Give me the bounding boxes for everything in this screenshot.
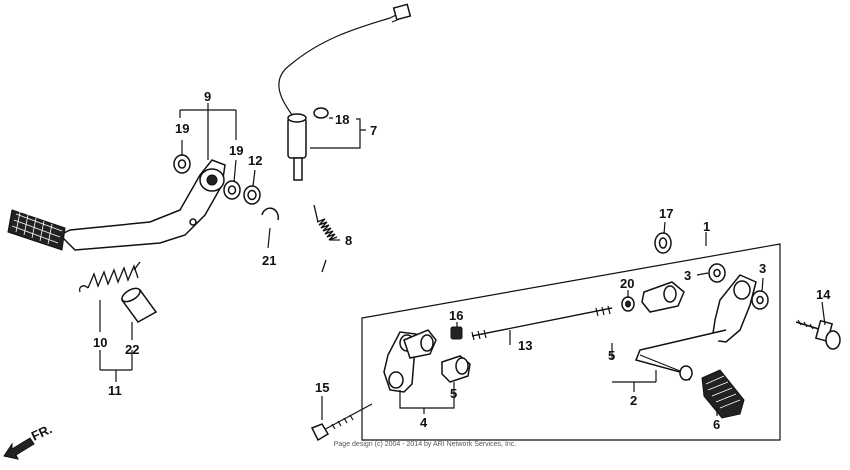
callout-3a: 3 xyxy=(684,268,691,283)
callout-19b: 19 xyxy=(229,143,243,158)
return-spring[interactable] xyxy=(78,261,141,293)
front-arrow-icon xyxy=(3,437,35,460)
callout-3b: 3 xyxy=(759,261,766,276)
shift-arm[interactable] xyxy=(634,274,757,381)
bolt-14[interactable] xyxy=(795,319,841,350)
clip-21[interactable] xyxy=(261,207,280,221)
switch-spring[interactable] xyxy=(313,204,338,273)
nut-20[interactable] xyxy=(621,296,635,312)
brake-pedal[interactable] xyxy=(58,159,226,251)
callout-11: 11 xyxy=(108,383,122,398)
callout-5a: 5 xyxy=(608,348,615,363)
switch-cable xyxy=(278,3,412,121)
washer-19b[interactable] xyxy=(223,180,241,200)
washer-3a[interactable] xyxy=(708,263,726,283)
callout-16: 16 xyxy=(449,308,463,323)
callout-17: 17 xyxy=(659,206,673,221)
nut-16[interactable] xyxy=(450,326,463,340)
washer-3b[interactable] xyxy=(751,290,769,310)
callout-8: 8 xyxy=(345,233,352,248)
callout-4: 4 xyxy=(420,415,428,430)
callout-7: 7 xyxy=(370,123,377,138)
callout-22: 22 xyxy=(125,342,139,357)
assembly-outline xyxy=(361,243,781,441)
shift-pedal-rubber[interactable] xyxy=(679,365,745,419)
callout-18: 18 xyxy=(335,112,349,127)
callout-13: 13 xyxy=(518,338,532,353)
washer-19a[interactable] xyxy=(173,154,191,174)
joint-5b[interactable] xyxy=(441,355,471,383)
callout-2: 2 xyxy=(630,393,637,408)
leader-lines xyxy=(99,103,826,420)
callout-6: 6 xyxy=(713,417,720,432)
callout-10: 10 xyxy=(93,335,107,350)
callout-9: 9 xyxy=(204,89,211,104)
tie-rod-13[interactable] xyxy=(471,305,613,341)
callout-5b: 5 xyxy=(450,386,457,401)
joint-upper[interactable] xyxy=(403,329,437,359)
rubber-cap-18[interactable] xyxy=(313,107,329,119)
collar[interactable] xyxy=(120,286,158,323)
callout-12: 12 xyxy=(248,153,262,168)
callout-19a: 19 xyxy=(175,121,189,136)
callout-15: 15 xyxy=(315,380,329,395)
callout-1: 1 xyxy=(703,219,710,234)
callout-21: 21 xyxy=(262,253,276,268)
joint-5a[interactable] xyxy=(641,281,685,313)
washer-17[interactable] xyxy=(654,232,672,254)
brake-pedal-rubber xyxy=(7,209,66,251)
copyright-notice: Page design (c) 2004 - 2014 by ARI Netwo… xyxy=(333,441,517,448)
callout-20: 20 xyxy=(620,276,634,291)
washer-12[interactable] xyxy=(243,185,261,205)
callout-labels: 9 19 19 12 21 18 7 8 10 22 11 17 1 3 3 2… xyxy=(93,89,831,432)
brake-switch[interactable] xyxy=(287,113,307,181)
callout-14: 14 xyxy=(816,287,831,302)
bolt-15[interactable] xyxy=(310,403,373,442)
